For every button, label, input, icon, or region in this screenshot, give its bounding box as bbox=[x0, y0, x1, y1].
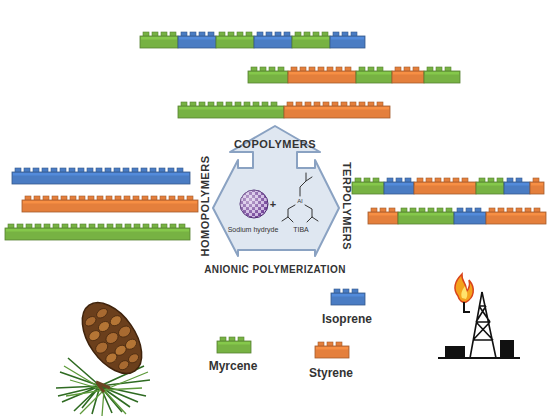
category-label: COPOLYMERS bbox=[234, 139, 316, 150]
arrow-cross bbox=[213, 126, 339, 256]
tiba-structure bbox=[282, 173, 318, 222]
category-label: TERPOLYMERS bbox=[341, 162, 352, 250]
polymer-chain bbox=[5, 224, 190, 240]
plus-sign: + bbox=[270, 199, 276, 210]
lego-brick-swatch bbox=[314, 341, 350, 359]
polymer-chain bbox=[22, 196, 198, 212]
polymer-chain bbox=[140, 32, 365, 48]
lego-brick-swatch bbox=[216, 336, 252, 354]
lego-brick-swatch bbox=[330, 288, 366, 306]
polymer-chain bbox=[178, 102, 390, 118]
polymer-chain bbox=[352, 178, 544, 194]
monomer-label: Myrcene bbox=[209, 360, 258, 372]
process-label: ANIONIC POLYMERIZATION bbox=[204, 265, 346, 275]
reagent-label: TIBA bbox=[293, 226, 309, 233]
monomer-label: Styrene bbox=[309, 367, 353, 379]
pine-cone-illustration bbox=[56, 292, 154, 416]
polymer-chain bbox=[12, 168, 190, 184]
atom-symbol: Al bbox=[297, 198, 302, 204]
oil-derrick-illustration bbox=[438, 274, 520, 358]
reagent-label: Sodium hydryde bbox=[228, 226, 279, 233]
category-label: HOMOPOLYMERS bbox=[200, 156, 211, 257]
monomer-label: Isoprene bbox=[322, 313, 372, 325]
sodium-hydride-sphere bbox=[240, 190, 268, 218]
polymer-chain bbox=[368, 208, 546, 224]
polymer-chain bbox=[248, 67, 460, 83]
